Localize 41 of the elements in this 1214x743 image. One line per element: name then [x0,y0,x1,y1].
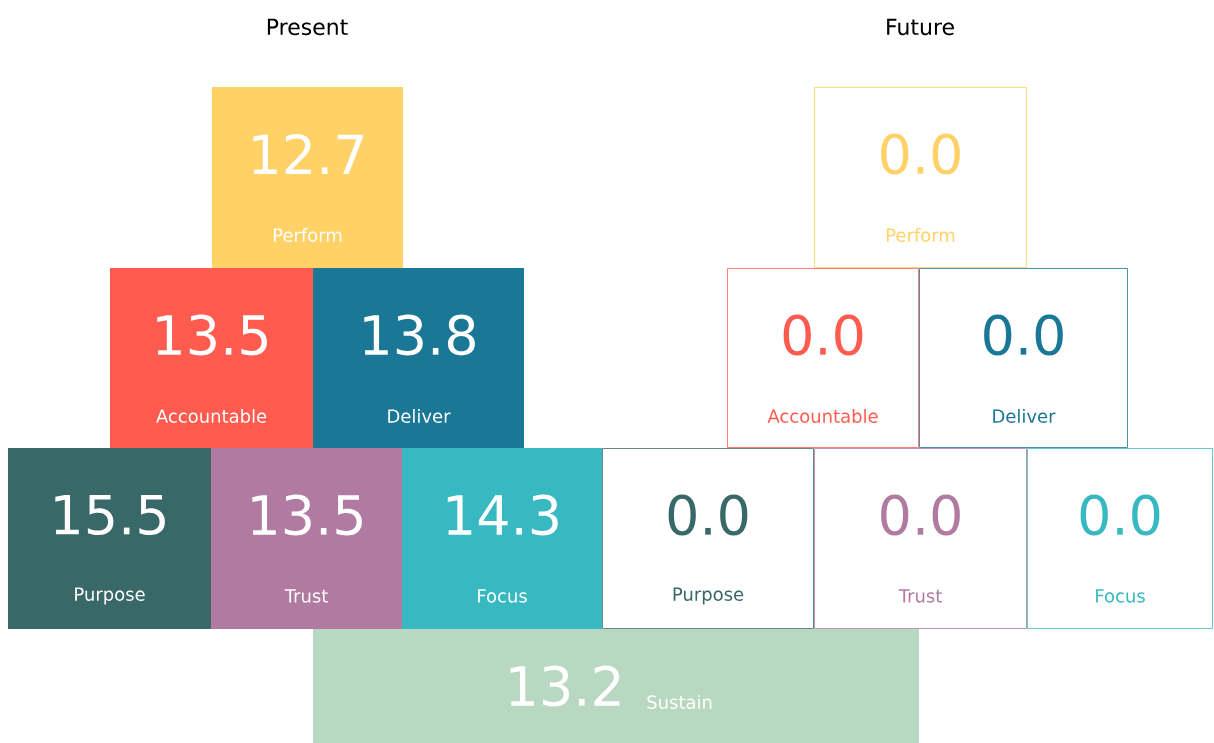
score-label: Deliver [993,409,1056,423]
score-value: 0.0 [783,314,863,356]
score-value: 14.3 [447,494,558,536]
score-value: 12.7 [253,133,363,175]
score-label: Purpose [673,587,744,605]
score-label: Deliver [388,409,451,423]
score-box [602,448,814,629]
score-label: Focus [1096,589,1145,603]
score-value: 13.5 [252,494,362,536]
score-value: 13.8 [364,314,475,356]
score-box [212,87,403,268]
score-box [110,268,313,448]
score-label: Perform [886,228,955,242]
score-label: Purpose [75,587,145,605]
score-value: 13.5 [157,314,267,356]
score-box [313,629,919,743]
score-label: Accountable [767,409,878,423]
score-box [919,268,1128,448]
score-label: Accountable [156,409,267,423]
score-box [8,448,211,629]
column-heading: Future [887,18,954,36]
score-label: Sustain [647,695,712,709]
score-box [402,448,602,629]
score-box [211,448,402,629]
score-value: 0.0 [1080,494,1160,536]
score-label: Trust [898,589,942,603]
score-value: 13.2 [510,665,620,707]
score-box [814,448,1027,629]
score-box [313,268,524,448]
score-box [814,87,1027,268]
score-label: Perform [273,228,342,242]
score-value: 0.0 [984,314,1063,356]
score-label: Focus [478,589,527,603]
column-heading: Present [267,18,348,36]
score-label: Trust [284,589,328,603]
score-value: 15.5 [55,494,165,536]
score-value: 0.0 [668,494,748,536]
score-box [1027,448,1213,629]
score-box [727,268,919,448]
score-value: 0.0 [881,494,960,536]
score-value: 0.0 [881,133,960,175]
